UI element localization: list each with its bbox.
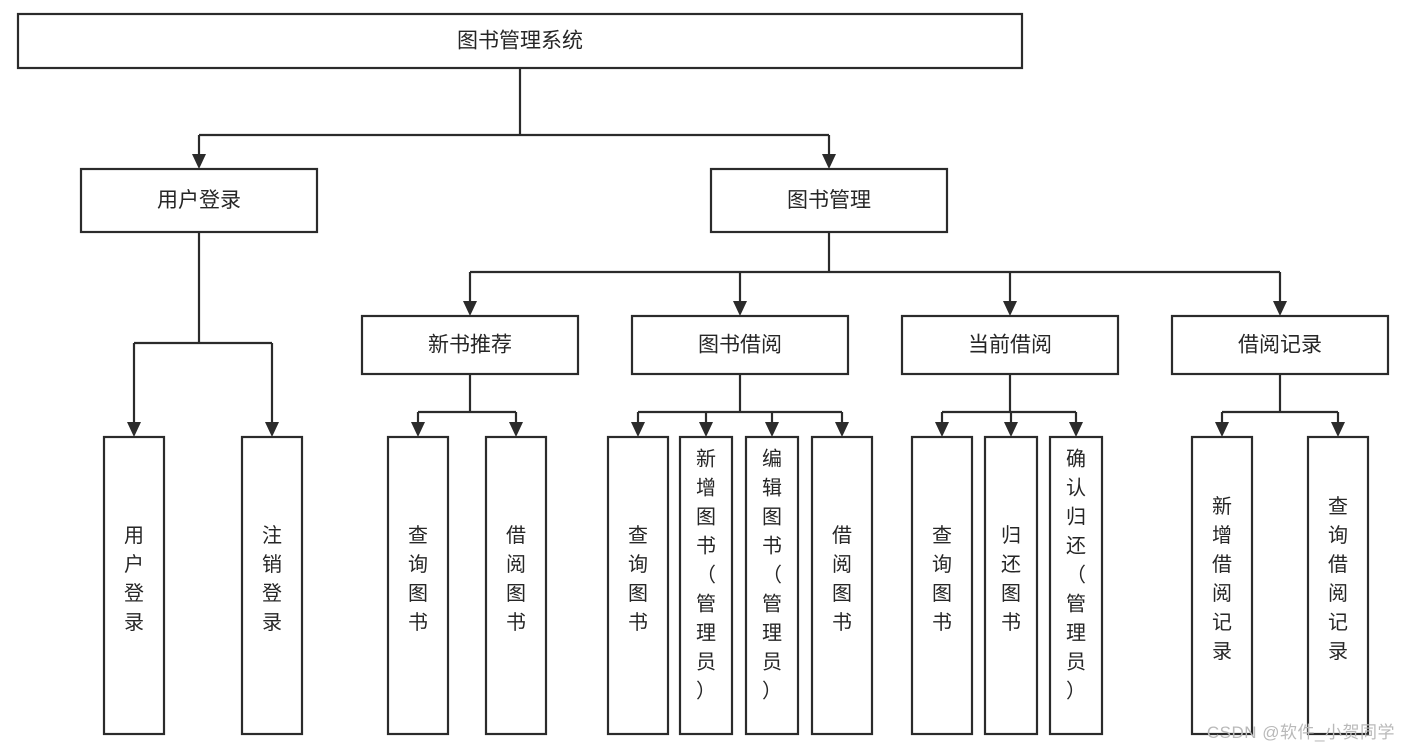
node-label-bb-borrow-book: 借阅图书 xyxy=(832,524,852,634)
connector-borrow-record-to-br-add-record-arrowhead xyxy=(1215,422,1229,437)
node-label-cb-return-book: 归还图书 xyxy=(1001,524,1021,634)
connector-current-borrow-to-cb-confirm-return-arrowhead xyxy=(1069,422,1083,437)
connector-book-borrow-to-bb-add-book-arrowhead xyxy=(699,422,713,437)
node-label-bb-edit-book: 编辑图书（管理员） xyxy=(762,448,782,703)
node-box-cb-return-book xyxy=(983,435,1039,736)
node-root[interactable]: 图书管理系统 xyxy=(16,12,1024,70)
node-label-br-query-record: 查询借阅记录 xyxy=(1328,495,1348,663)
node-box-bb-borrow-book xyxy=(810,435,874,736)
connector-borrow-record-to-br-query-record-arrowhead xyxy=(1331,422,1345,437)
node-book-borrow[interactable]: 图书借阅 xyxy=(630,314,850,376)
node-cb-confirm-return[interactable]: 确认归还（管理员） xyxy=(1048,435,1104,736)
connector-book-borrow-to-bb-borrow-book-arrowhead xyxy=(835,422,849,437)
csdn-watermark: CSDN @软件_小贺同学 xyxy=(1206,723,1395,742)
node-bb-borrow-book[interactable]: 借阅图书 xyxy=(810,435,874,736)
connector-user-login-to-leaf-logout-arrowhead xyxy=(265,422,279,437)
node-box-bb-edit-book xyxy=(744,435,800,736)
node-label-leaf-logout: 注销登录 xyxy=(262,524,282,634)
connector-current-borrow-to-cb-return-book-arrowhead xyxy=(1004,422,1018,437)
connector-book-manage-to-book-borrow-arrowhead xyxy=(733,301,747,316)
node-box-cb-query-book xyxy=(910,435,974,736)
node-label-book-borrow: 图书借阅 xyxy=(698,334,782,357)
node-leaf-user-login[interactable]: 用户登录 xyxy=(102,435,166,736)
connector-book-manage-to-current-borrow-arrowhead xyxy=(1003,301,1017,316)
node-box-book-borrow xyxy=(630,314,850,376)
node-book-manage[interactable]: 图书管理 xyxy=(709,167,949,234)
connector-current-borrow-to-cb-query-book-arrowhead xyxy=(935,422,949,437)
node-label-current-borrow: 当前借阅 xyxy=(968,334,1052,357)
node-box-nbr-borrow-book xyxy=(484,435,548,736)
connector-book-manage-to-new-book-rec-arrowhead xyxy=(463,301,477,316)
node-box-br-query-record xyxy=(1306,435,1370,736)
connector-book-manage-to-borrow-record-arrowhead xyxy=(1273,301,1287,316)
node-label-cb-confirm-return: 确认归还（管理员） xyxy=(1066,448,1086,703)
node-label-user-login: 用户登录 xyxy=(157,189,241,212)
node-bb-edit-book[interactable]: 编辑图书（管理员） xyxy=(744,435,800,736)
node-label-book-manage: 图书管理 xyxy=(787,189,871,212)
node-box-borrow-record xyxy=(1170,314,1390,376)
node-user-login[interactable]: 用户登录 xyxy=(79,167,319,234)
node-nbr-borrow-book[interactable]: 借阅图书 xyxy=(484,435,548,736)
node-nbr-query-book[interactable]: 查询图书 xyxy=(386,435,450,736)
connector-root-to-book-manage-arrowhead xyxy=(822,154,836,169)
connector-new-book-rec-to-nbr-query-book-arrowhead xyxy=(411,422,425,437)
node-cb-query-book[interactable]: 查询图书 xyxy=(910,435,974,736)
node-box-leaf-logout xyxy=(240,435,304,736)
connector-new-book-rec-to-nbr-borrow-book-arrowhead xyxy=(509,422,523,437)
connector-book-borrow-to-bb-edit-book-arrowhead xyxy=(765,422,779,437)
node-box-cb-confirm-return xyxy=(1048,435,1104,736)
node-box-bb-query-book xyxy=(606,435,670,736)
node-label-bb-add-book: 新增图书（管理员） xyxy=(696,448,716,703)
node-box-book-manage xyxy=(709,167,949,234)
node-box-bb-add-book xyxy=(678,435,734,736)
connector-user-login-to-leaf-user-login-arrowhead xyxy=(127,422,141,437)
node-bb-add-book[interactable]: 新增图书（管理员） xyxy=(678,435,734,736)
node-borrow-record[interactable]: 借阅记录 xyxy=(1170,314,1390,376)
node-box-nbr-query-book xyxy=(386,435,450,736)
node-new-book-rec[interactable]: 新书推荐 xyxy=(360,314,580,376)
node-label-nbr-query-book: 查询图书 xyxy=(408,524,428,634)
node-label-root: 图书管理系统 xyxy=(457,30,583,53)
connector-layer xyxy=(127,68,1345,437)
node-label-nbr-borrow-book: 借阅图书 xyxy=(506,524,526,634)
node-label-bb-query-book: 查询图书 xyxy=(628,524,648,634)
node-bb-query-book[interactable]: 查询图书 xyxy=(606,435,670,736)
node-box-root xyxy=(16,12,1024,70)
node-layer: 图书管理系统用户登录用户登录注销登录图书管理新书推荐查询图书借阅图书图书借阅查询… xyxy=(16,12,1390,736)
node-current-borrow[interactable]: 当前借阅 xyxy=(900,314,1120,376)
node-cb-return-book[interactable]: 归还图书 xyxy=(983,435,1039,736)
node-leaf-logout[interactable]: 注销登录 xyxy=(240,435,304,736)
node-label-cb-query-book: 查询图书 xyxy=(932,524,952,634)
node-br-add-record[interactable]: 新增借阅记录 xyxy=(1190,435,1254,736)
node-box-br-add-record xyxy=(1190,435,1254,736)
node-label-br-add-record: 新增借阅记录 xyxy=(1212,495,1232,663)
node-br-query-record[interactable]: 查询借阅记录 xyxy=(1306,435,1370,736)
node-box-current-borrow xyxy=(900,314,1120,376)
node-label-new-book-rec: 新书推荐 xyxy=(428,334,512,357)
connector-root-to-user-login-arrowhead xyxy=(192,154,206,169)
connector-book-borrow-to-bb-query-book-arrowhead xyxy=(631,422,645,437)
node-box-new-book-rec xyxy=(360,314,580,376)
node-label-borrow-record: 借阅记录 xyxy=(1238,334,1322,357)
node-box-user-login xyxy=(79,167,319,234)
node-box-leaf-user-login xyxy=(102,435,166,736)
node-label-leaf-user-login: 用户登录 xyxy=(124,525,144,634)
